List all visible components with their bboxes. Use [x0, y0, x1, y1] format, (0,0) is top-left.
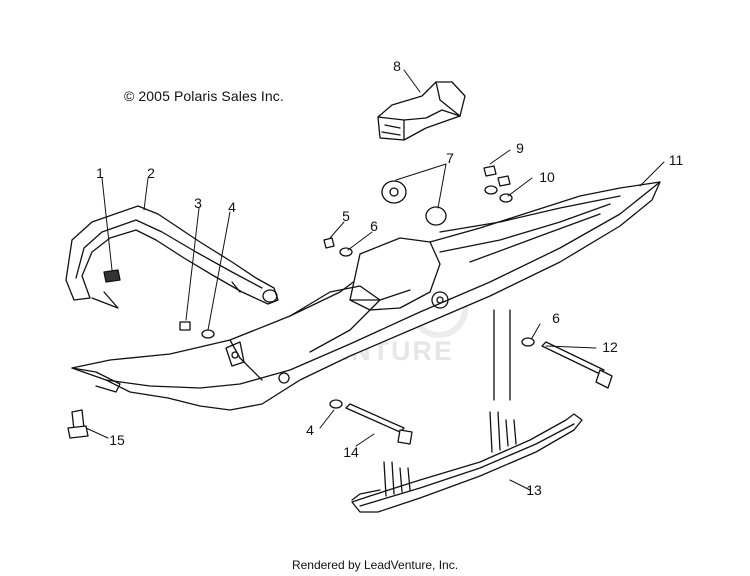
callout-15: 15 — [109, 432, 125, 448]
ski-runner — [351, 309, 583, 513]
callout-1: 1 — [96, 165, 104, 181]
callout-6: 6 — [370, 218, 378, 234]
callout-4-lower: 4 — [306, 422, 314, 438]
bolt-15 — [67, 409, 89, 439]
spindle-bolt — [541, 341, 613, 389]
hardware — [179, 165, 535, 409]
callout-9: 9 — [516, 140, 524, 156]
leader-lines — [85, 69, 665, 491]
callout-14: 14 — [343, 444, 359, 460]
copyright-text: © 2005 Polaris Sales Inc. — [124, 88, 284, 104]
callout-2: 2 — [147, 165, 155, 181]
ski-loop-decal — [103, 269, 121, 283]
ski-loop-handle — [65, 205, 279, 309]
bolt-14 — [345, 403, 413, 445]
callout-5: 5 — [342, 208, 350, 224]
callout-10: 10 — [539, 169, 555, 185]
callout-13: 13 — [526, 482, 542, 498]
callout-8: 8 — [393, 58, 401, 74]
callout-6-right: 6 — [552, 310, 560, 326]
callout-4: 4 — [228, 199, 236, 215]
callout-11: 11 — [668, 152, 684, 168]
ski-body — [71, 181, 661, 411]
callout-7: 7 — [446, 150, 454, 166]
callout-3: 3 — [194, 195, 202, 211]
ski-bumper — [377, 81, 466, 141]
callout-12: 12 — [602, 339, 618, 355]
footer-credit: Rendered by LeadVenture, Inc. — [291, 558, 459, 572]
